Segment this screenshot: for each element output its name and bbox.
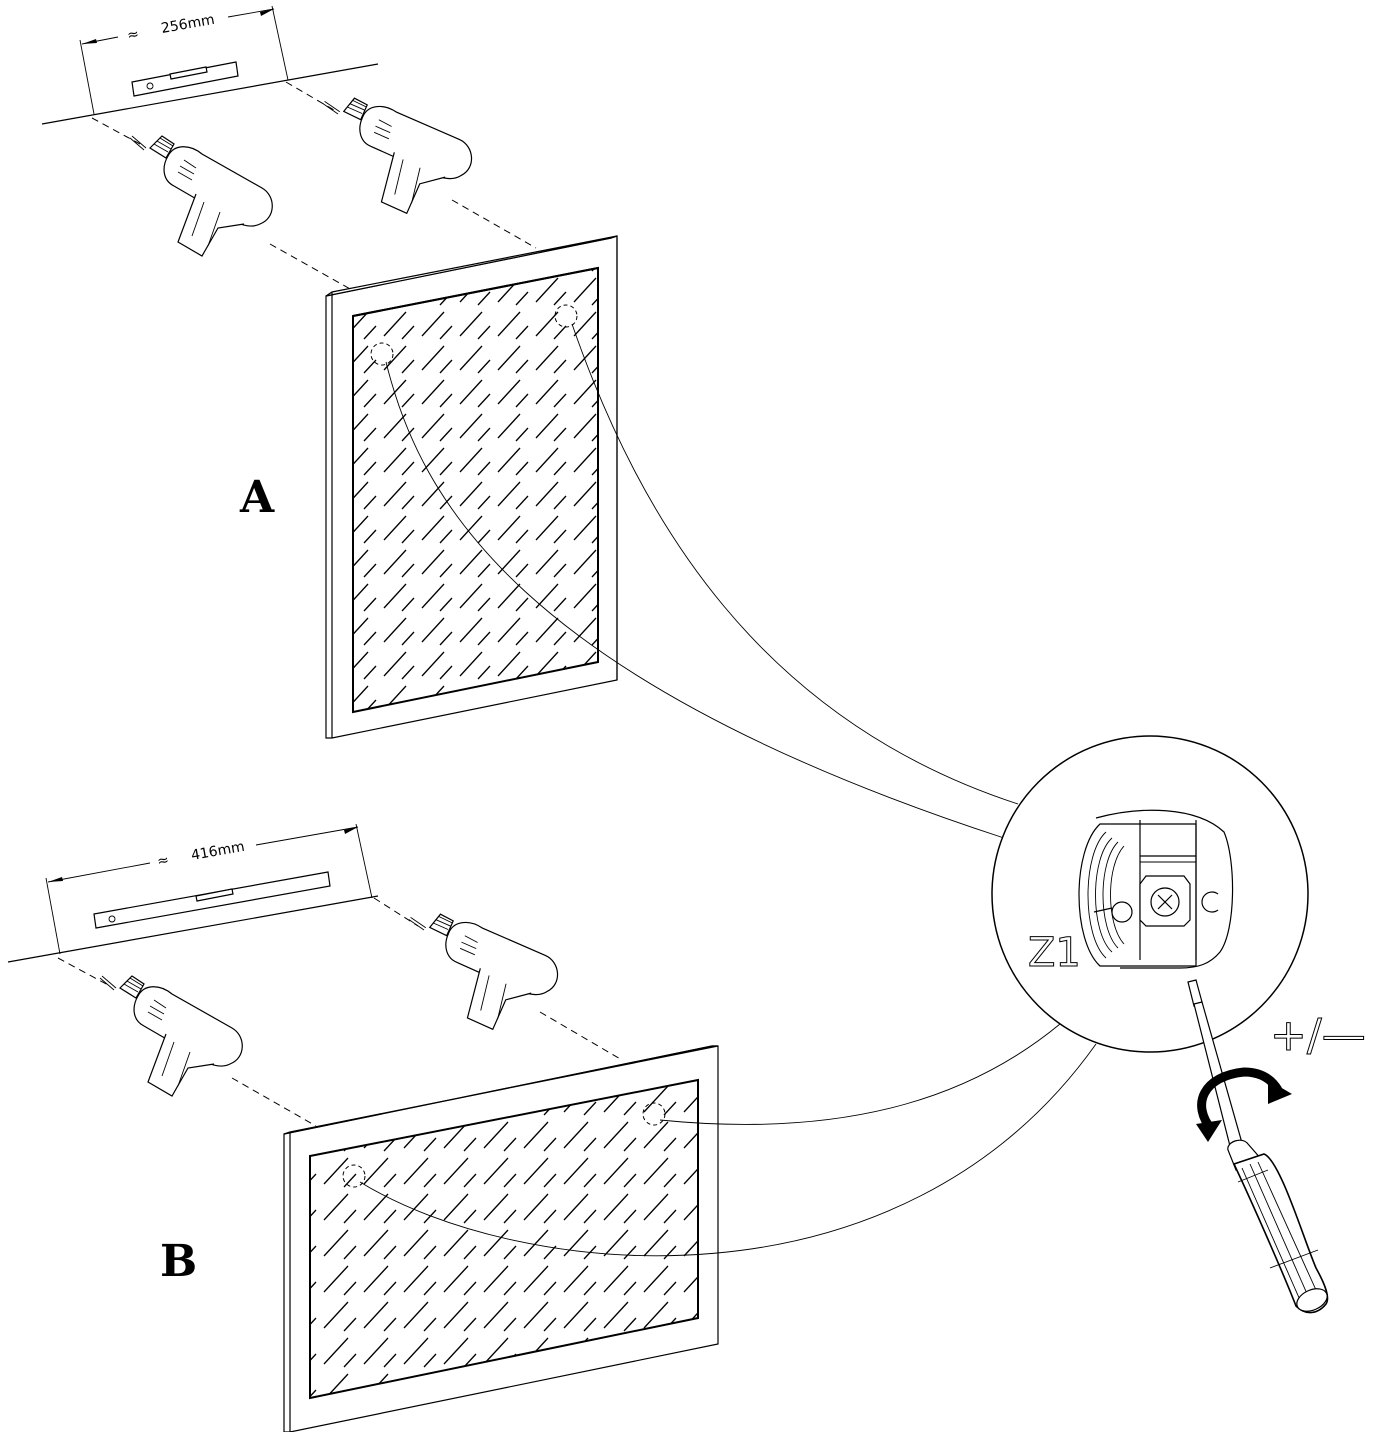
dimension-b-label: 416mm — [190, 839, 246, 864]
leader-lines — [359, 323, 1097, 1257]
wall-line-b — [7, 895, 379, 963]
power-drill-icon — [99, 975, 243, 1097]
approx-symbol-b: ≈ — [156, 852, 170, 870]
detail-z1: Z1 — [991, 735, 1309, 1053]
dimension-b: ≈ 416mm — [45, 823, 373, 955]
approx-symbol-a: ≈ — [126, 26, 140, 44]
dimension-a-label: 256mm — [160, 12, 216, 37]
cabinet-door-b — [283, 1045, 719, 1433]
panel-a: ≈ 256mm A — [41, 5, 618, 739]
adjust-label: +/— — [1270, 1010, 1366, 1061]
panel-a-label: A — [239, 472, 275, 523]
panel-b: ≈ 416mm B — [7, 823, 719, 1433]
wall-line-a — [41, 63, 379, 125]
dimension-a: ≈ 256mm — [79, 5, 289, 115]
rotate-arrow-icon — [1196, 1067, 1292, 1142]
panel-b-label: B — [160, 1236, 197, 1287]
power-drill-icon — [129, 135, 273, 257]
power-drill-icon — [408, 902, 564, 1038]
spirit-level-icon — [93, 871, 331, 929]
spirit-level-icon — [131, 61, 239, 97]
detail-z1-label: Z1 — [1028, 930, 1081, 976]
cabinet-door-a — [325, 235, 618, 739]
cabinet-hanger-icon — [1078, 809, 1234, 969]
